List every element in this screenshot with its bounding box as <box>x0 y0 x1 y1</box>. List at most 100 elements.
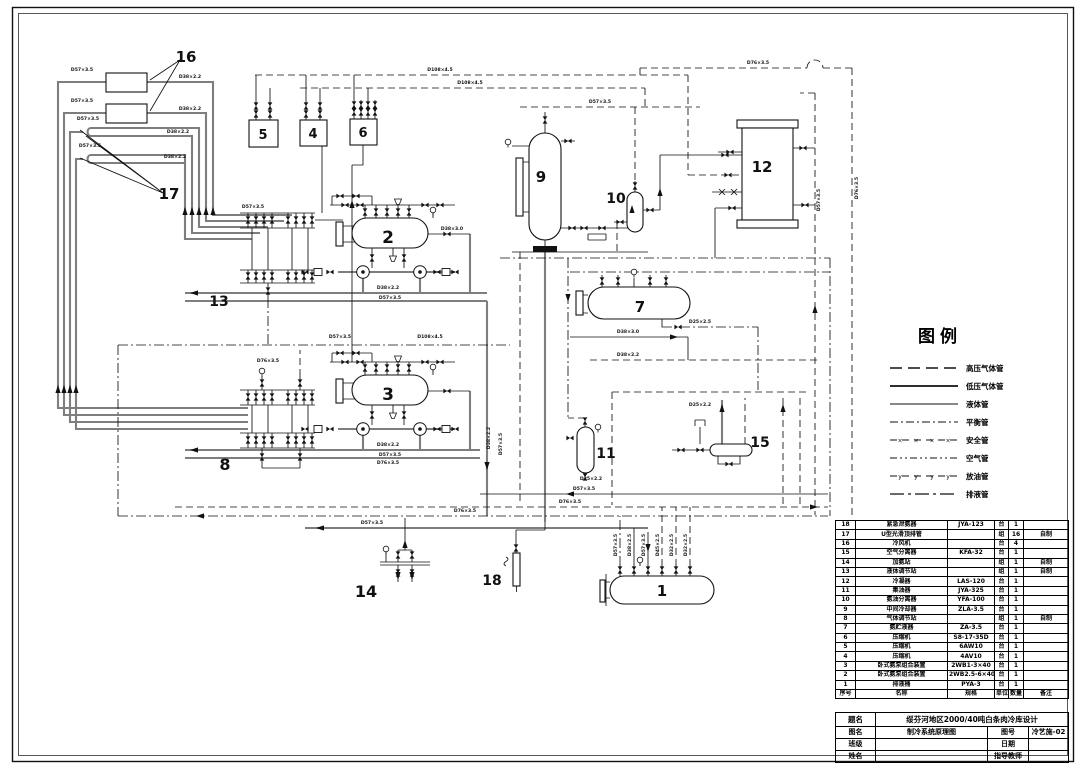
equipment-number-10: 10 <box>606 191 626 207</box>
table-header-cell: 名称 <box>855 689 948 700</box>
pipe-label: D38×2.2 <box>617 352 639 358</box>
table-cell: 台 <box>994 538 1009 550</box>
table-cell: 4AV10 <box>947 651 995 662</box>
table-cell <box>1023 576 1069 587</box>
svg-text:×: × <box>945 438 950 445</box>
table-cell: 8 <box>835 613 856 625</box>
title-project-value: 绥芬河地区2000/40吨白条肉冷库设计 <box>874 712 1070 727</box>
table-cell: 中间冷却器 <box>855 604 948 615</box>
table-cell: 紧急泄氨器 <box>855 519 948 531</box>
legend-item-label: 平衡管 <box>966 417 989 427</box>
pipe-label: D57×3.5 <box>641 534 647 556</box>
table-cell: S8-17-35D <box>947 632 995 644</box>
pipe-label: D108×4.5 <box>427 67 452 73</box>
pipes-liquid-gray <box>56 80 724 530</box>
svg-text:y: y <box>930 474 934 481</box>
table-cell: 1 <box>1008 566 1024 578</box>
svg-text:y: y <box>946 474 950 481</box>
legend-item-label: 空气管 <box>966 453 989 463</box>
table-cell <box>1023 585 1069 597</box>
pipe-label: D57×3.5 <box>613 534 619 556</box>
table-cell: 17 <box>835 529 856 540</box>
table-cell: 1 <box>1008 519 1024 531</box>
table-cell: 2 <box>835 670 856 681</box>
pump-vessel-3 <box>335 374 429 406</box>
table-cell: 15 <box>835 548 856 559</box>
table-cell <box>947 566 995 578</box>
pipe-label: D76×3.5 <box>559 499 581 505</box>
equipment-number-3: 3 <box>382 385 394 405</box>
pipe-label: D57×3.5 <box>361 520 383 526</box>
legend-item: 液体管 <box>888 395 1074 413</box>
compressor-6 <box>349 118 378 146</box>
table-cell <box>947 557 995 568</box>
equipment-number-9: 9 <box>536 168 546 186</box>
legend-item: 高压气体管 <box>888 359 1074 377</box>
equipment-number-7: 7 <box>635 298 645 316</box>
pipe-label: D76×3.5 <box>747 60 769 66</box>
table-cell: 压缩机 <box>855 642 948 653</box>
condenser-12 <box>736 119 799 229</box>
legend-item-label: 液体管 <box>966 399 989 409</box>
table-cell: 加氨站 <box>855 557 948 568</box>
pipe-label: D57×3.5 <box>589 99 611 105</box>
table-cell: 1 <box>1008 670 1024 681</box>
legend-item: ××××安全管 <box>888 431 1074 449</box>
table-cell: 台 <box>994 576 1009 587</box>
pipe-label: D57×3.5 <box>79 143 101 149</box>
table-cell: 1 <box>1008 576 1024 587</box>
table-cell: 14 <box>835 557 856 568</box>
title-name-label: 姓名 <box>835 750 876 763</box>
table-cell: U型光滑顶排管 <box>855 529 948 540</box>
pipe-label: D57×3.5 <box>242 204 264 210</box>
table-cell: 组 <box>994 529 1009 540</box>
table-cell: 1 <box>1008 557 1024 568</box>
table-cell: 卧式氨泵组合装置 <box>855 660 948 672</box>
table-cell: 氨贮液器 <box>855 623 948 634</box>
equipment-number-16: 16 <box>176 48 197 66</box>
title-date-label: 日期 <box>987 738 1029 751</box>
title-date-value <box>1027 738 1070 751</box>
receiver-7 <box>575 286 691 320</box>
compressor-4 <box>299 119 328 147</box>
table-header-row: 序号名称规格单位数量备注 <box>835 689 1069 700</box>
air-separator-15 <box>709 443 753 457</box>
svg-text:×: × <box>929 438 934 445</box>
table-header-cell: 数量 <box>1008 689 1024 700</box>
table-cell: 台 <box>994 651 1009 662</box>
legend-item-label: 高压气体管 <box>966 363 1004 373</box>
pipe-label: D45×2.5 <box>655 534 661 556</box>
table-cell: 6AW10 <box>947 642 995 653</box>
table-cell: 空气分离器 <box>855 548 948 559</box>
table-cell: 台 <box>994 679 1009 691</box>
equipment-number-5: 5 <box>258 128 267 143</box>
compressor-5 <box>248 119 279 148</box>
table-cell: PYA-3 <box>947 679 995 691</box>
pumps <box>356 265 427 436</box>
pipe-label: D38×3.0 <box>617 329 639 335</box>
table-cell: 自制 <box>1023 529 1069 540</box>
pipe-label: D38×2.2 <box>167 129 189 135</box>
table-cell: 1 <box>1008 604 1024 615</box>
table-cell: 5 <box>835 642 856 653</box>
legend-item-label: 安全管 <box>966 435 989 445</box>
pipe-label: D108×4.5 <box>457 80 482 86</box>
table-cell: 12 <box>835 576 856 587</box>
table-cell: 1 <box>1008 623 1024 634</box>
legend-line-sample <box>890 421 958 423</box>
table-cell <box>1023 632 1069 644</box>
pipe-label: D25×2.2 <box>580 476 602 482</box>
pipe-label: D76×3.5 <box>377 460 399 466</box>
pipe-size-labels: D57×3.5D38×2.2D57×3.5D38×2.2D57×3.5D38×2… <box>71 60 860 556</box>
svg-text:×: × <box>913 438 918 445</box>
